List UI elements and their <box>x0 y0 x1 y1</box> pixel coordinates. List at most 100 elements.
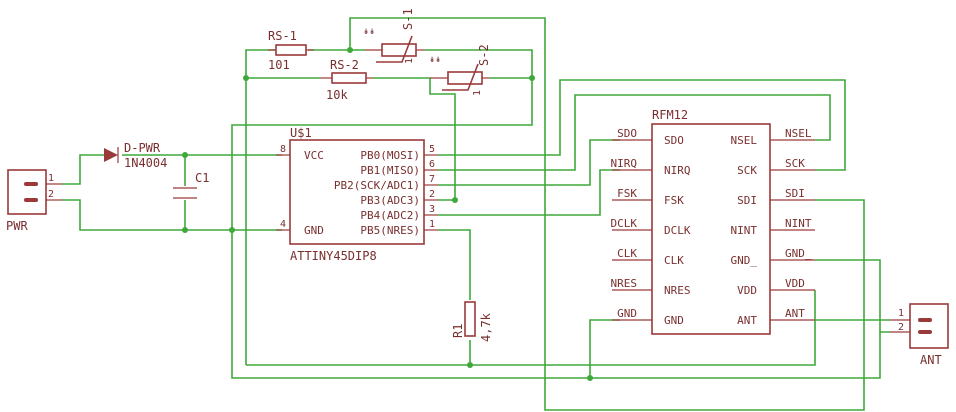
sensor-body <box>447 71 483 85</box>
junction <box>182 227 188 233</box>
junction <box>529 75 535 81</box>
pin-label: SCK <box>737 164 757 177</box>
wires <box>62 17 890 411</box>
rfm-name: RFM12 <box>652 108 688 122</box>
sensor-slash <box>442 63 479 91</box>
pin-number: 2 <box>898 322 904 333</box>
mcu-body <box>289 139 425 245</box>
s2-name: S-2 <box>477 44 491 66</box>
junction <box>229 227 235 233</box>
mcu-name: U$1 <box>290 126 312 140</box>
pin-label: PB0(MOSI) <box>360 149 420 162</box>
pin-label: NSEL <box>731 134 758 147</box>
r1-value: 4,7k <box>479 312 493 342</box>
wire-pwr-to-diode <box>62 154 104 185</box>
net-label: SCK <box>785 157 805 170</box>
pin-label: DCLK <box>664 224 691 237</box>
pin-label: GND_ <box>731 254 758 267</box>
net-label: NINT <box>785 217 812 230</box>
pin-label: NINT <box>731 224 758 237</box>
wire-r1-to-vcc <box>246 340 471 366</box>
wire-s1-top-loop <box>349 17 865 411</box>
net-label: GND <box>617 307 637 320</box>
pin-label: GND <box>664 314 684 327</box>
pin-label: SDO <box>664 134 684 147</box>
ant-label: ANT <box>920 353 942 367</box>
rs2-value: 10k <box>326 88 348 102</box>
light-arrows-icon: ↡↡ <box>429 54 441 65</box>
junction <box>467 362 473 368</box>
net-label: SDO <box>617 127 637 140</box>
junction <box>587 375 593 381</box>
wire-rfm-gnd2 <box>815 259 881 332</box>
resistor-rs1: RS-1 101 <box>268 29 314 72</box>
net-label: SDI <box>785 187 805 200</box>
pin-label: PB1(MISO) <box>360 164 420 177</box>
mcu-value: ATTINY45DIP8 <box>290 249 377 263</box>
pin-number: 6 <box>429 159 435 170</box>
net-label: VDD <box>785 277 805 290</box>
ant-connector: 1 2 ANT <box>890 303 949 367</box>
pin-number: 3 <box>429 204 435 215</box>
resistor-body <box>331 72 367 84</box>
connector-body <box>7 169 47 215</box>
pin-number: 1 <box>48 173 54 184</box>
net-label: CLK <box>617 247 637 260</box>
wire-rs-left <box>245 49 275 365</box>
wire-gnd-bottom-bus <box>231 230 890 379</box>
pin-label: PB2(SCK/ADC1) <box>334 179 420 192</box>
pin-label: NRES <box>664 284 691 297</box>
net-label: NSEL <box>785 127 812 140</box>
junction <box>452 197 458 203</box>
connector-pin <box>24 198 38 202</box>
pin-label: GND <box>304 224 324 237</box>
rfm-right-pins: NSEL SCK SDI NINT GND_ VDD ANT NSEL SCK … <box>731 127 815 327</box>
pin-label: VCC <box>304 149 324 162</box>
pin-label: SDI <box>737 194 757 207</box>
pin-label: CLK <box>664 254 684 267</box>
connector-body <box>909 303 949 349</box>
light-arrows-icon: ↡↡ <box>363 26 375 37</box>
junctions <box>182 47 593 381</box>
rfm-left-pins: SDO NIRQ FSK DCLK CLK NRES GND SDO NIRQ … <box>611 127 691 327</box>
s1-name: S-1 <box>401 8 415 30</box>
sensor-s1: ↡↡ S-1 1 <box>363 8 425 64</box>
net-label: NIRQ <box>611 157 638 170</box>
diode-symbol <box>104 148 118 162</box>
pin-label: PB5(NRES) <box>360 224 420 237</box>
wire-pb0-to-sck <box>438 79 846 171</box>
cap-name: C1 <box>195 171 209 185</box>
pin-number: 4 <box>280 219 286 230</box>
wire-gnd-up <box>231 78 533 230</box>
pin-label: VDD <box>737 284 757 297</box>
wire-s1-right <box>425 49 533 78</box>
pin-label: NIRQ <box>664 164 691 177</box>
sensor-slash <box>376 35 413 63</box>
r1-name: R1 <box>451 324 465 338</box>
resistor-body <box>464 301 476 337</box>
rfm12-module: RFM12 SDO NIRQ FSK DCLK CLK NRES GND SDO… <box>611 108 815 335</box>
junction <box>347 47 353 53</box>
pin-number: 8 <box>280 144 286 155</box>
wire-pb5-to-r1 <box>438 229 471 300</box>
pin-number: 2 <box>48 189 54 200</box>
pin-number: 1 <box>472 90 483 96</box>
pin-number: 1 <box>404 58 415 64</box>
pwr-connector: 1 2 PWR <box>6 169 62 233</box>
rs1-value: 101 <box>268 58 290 72</box>
diode-value: 1N4004 <box>124 156 167 170</box>
junction <box>182 152 188 158</box>
pin-number: 2 <box>429 189 435 200</box>
net-label: DCLK <box>611 217 638 230</box>
wire-rfm-gnd <box>589 319 620 378</box>
net-label: FSK <box>617 187 637 200</box>
mcu-attiny45: U$1 ATTINY45DIP8 8 4 VCC GND 5 6 7 2 3 1… <box>276 126 438 263</box>
pin-label: PB3(ADC3) <box>360 194 420 207</box>
connector-pin <box>918 318 932 322</box>
rs2-name: RS-2 <box>330 58 359 72</box>
resistor-r1: R1 4,7k <box>451 301 493 342</box>
junction <box>243 75 249 81</box>
wire-pb1-to-nsel <box>438 94 831 171</box>
net-label: ANT <box>785 307 805 320</box>
diode-name: D-PWR <box>124 141 161 155</box>
